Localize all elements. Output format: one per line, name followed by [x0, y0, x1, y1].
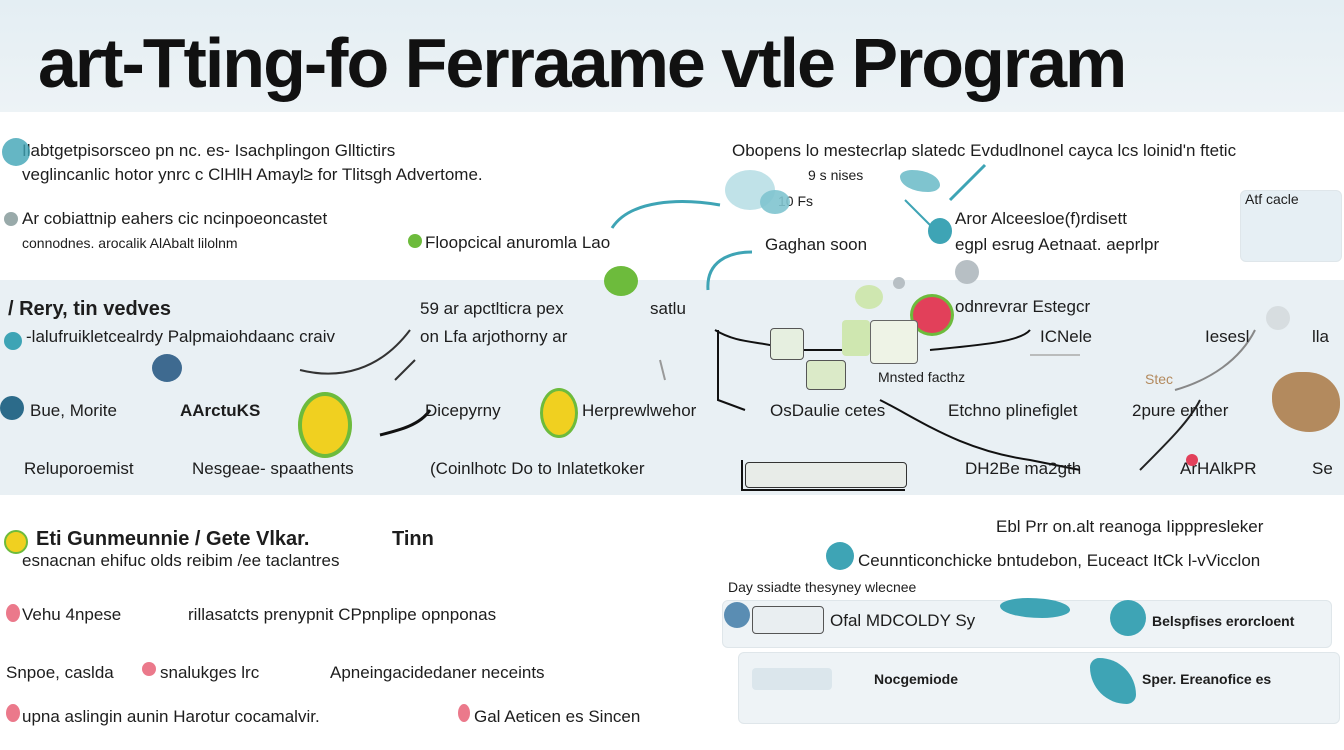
- gray-circle-icon: [1266, 306, 1290, 330]
- gray-dot-icon: [893, 277, 905, 289]
- band3-line: Ceunnticonchicke bntudebon, Euceact ItCk…: [858, 551, 1261, 570]
- title-band: [0, 0, 1344, 112]
- band2-item: 2pure enther: [1132, 401, 1229, 420]
- band2-item: ArHAlkPR: [1180, 459, 1257, 478]
- green-blob-icon: [604, 266, 638, 296]
- band3-item: upna aslingin aunin Harotur cocamalvir.: [22, 707, 320, 726]
- section-band-2: [0, 280, 1344, 495]
- tag-icon: [6, 604, 20, 622]
- people-icon: [0, 396, 24, 420]
- band3-heading-tail: Tinn: [392, 528, 434, 550]
- gray-circle-icon: [955, 260, 979, 284]
- box-icon: [770, 328, 804, 360]
- band2-label: 59 ar apctlticra pex: [420, 299, 564, 318]
- band1-heading: Ilabtgetpisorsceo pn nc. es- Isachplingo…: [22, 141, 396, 160]
- band2-item: Se: [1312, 459, 1333, 478]
- box-icon: [806, 360, 846, 390]
- tray-icon: [745, 462, 907, 488]
- band2-item: (Coinlhotc Do to Inlatetkoker: [430, 459, 645, 478]
- card-icon: [752, 606, 824, 634]
- band2-item: Dicepyrny: [425, 401, 501, 420]
- leaf-icon: [408, 234, 422, 248]
- band2-line: on Lfa arjothorny ar: [420, 327, 568, 346]
- band1-heading-right: Obopens lo mestecrlap slatedc Evdudlnone…: [732, 141, 1237, 160]
- cloud-icon: [760, 190, 790, 214]
- band3-subheading: esnacnan ehifuc olds reibim /ee taclantr…: [22, 551, 340, 570]
- tag-icon: [6, 704, 20, 722]
- teal-circle-icon: [1110, 600, 1146, 636]
- leaf-icon: [855, 285, 883, 309]
- band2-label: Iesesl: [1205, 327, 1250, 346]
- teal-circle-icon: [2, 138, 30, 166]
- band3-item: Apneingacidedaner neceints: [330, 663, 545, 682]
- band2-item: Reluporoemist: [24, 459, 134, 478]
- band2-heading: / Rery, tin vedves: [8, 298, 172, 320]
- user-icon: [724, 602, 750, 628]
- panel-label: Sper. Ereanofice es: [1142, 671, 1272, 687]
- panel-label: Nocgemiode: [874, 671, 959, 687]
- plant-icon: [842, 320, 870, 356]
- band2-label: satlu: [650, 299, 686, 318]
- band1-label: Atf cacle: [1245, 191, 1299, 207]
- band2-label: Mnsted facthz: [878, 369, 966, 385]
- bulb-icon: [540, 388, 578, 438]
- band1-label: Gaghan soon: [765, 235, 868, 254]
- band2-label: ICNele: [1040, 327, 1092, 346]
- shield-icon: [298, 392, 352, 458]
- band1-line: 9 s nises: [808, 167, 864, 183]
- red-dot-icon: [1186, 454, 1198, 466]
- band1-label: Aror Alceesloe(f)rdisett: [955, 209, 1127, 228]
- thumb-panel: [1240, 190, 1342, 262]
- band2-item: DH2Be ma2gth: [965, 459, 1082, 478]
- band2-label: lla: [1312, 327, 1330, 346]
- band3-item: Snpoe, caslda: [6, 663, 114, 682]
- bird-icon: [1000, 598, 1070, 618]
- band2-item: Bue, Morite: [30, 401, 117, 420]
- band3-item: Vehu 4npese: [22, 605, 122, 624]
- bird-icon: [900, 170, 940, 192]
- person-icon: [928, 218, 952, 244]
- section-band-1: [0, 112, 1344, 280]
- gear-icon: [152, 354, 182, 382]
- band1-line: Ar cobiattnip eahers cic ncinpoeoncastet: [22, 209, 328, 228]
- coin-icon: [4, 530, 28, 554]
- band2-item: Herprewlwehor: [582, 401, 697, 420]
- band3-item: Gal Aeticen es Sincen: [474, 707, 641, 726]
- page-title: art-Tting-fo Ferraame vtle Program: [38, 24, 1127, 102]
- band2-line: -lalufruikletcealrdy Palpmaiohdaanc crai…: [26, 327, 335, 346]
- band2-heading-right: odnrevrar Estegcr: [955, 297, 1091, 316]
- band2-item: Nesgeae- spaathents: [192, 459, 354, 478]
- panel-label: Belspfises erorcloent: [1152, 613, 1295, 629]
- band2-item: OsDaulie cetes: [770, 401, 886, 420]
- info-panel-bottom: [738, 652, 1340, 724]
- band1-line: egpl esrug Aetnaat. aeprlpr: [955, 235, 1160, 254]
- band3-line: Day ssiadte thesyney wlecnee: [728, 579, 917, 595]
- teal-circle-icon: [826, 542, 854, 570]
- band3-item: snalukges lrc: [160, 663, 260, 682]
- band2-item: Etchno plinefiglet: [948, 401, 1078, 420]
- dot-icon: [4, 212, 18, 226]
- band1-label: Floopcical anuromla Lao: [425, 233, 611, 252]
- tag-icon: [458, 704, 470, 722]
- band3-item: rillasatcts prenypnit CPpnplipe opnponas: [188, 605, 497, 624]
- tag-icon: [142, 662, 156, 676]
- band2-item: AArctuKS: [180, 401, 261, 420]
- band1-subheading: veglincanlic hotor ynrc c ClHlH Amayl≥ f…: [22, 165, 483, 184]
- box-icon: [870, 320, 918, 364]
- small-teal-icon: [4, 332, 22, 350]
- band1-line: connodnes. arocalik AlAbalt lilolnm: [22, 235, 238, 251]
- band2-label: Stec: [1145, 371, 1174, 387]
- panel-label: Ofal MDCOLDY Sy: [830, 611, 976, 630]
- band3-heading-right: Ebl Prr on.alt reanoga Iipppresleker: [996, 517, 1264, 536]
- brown-swirl-icon: [1272, 372, 1340, 432]
- card-icon: [752, 668, 832, 690]
- band3-heading: Eti Gunmeunnie / Gete Vlkar.: [36, 528, 310, 550]
